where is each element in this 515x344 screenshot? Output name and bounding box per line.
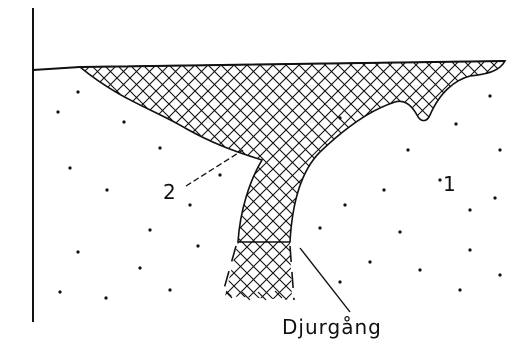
label-layer-2: 2 (163, 180, 176, 204)
crosshatched-fill-zone (80, 61, 505, 242)
label-2-leader (186, 150, 243, 186)
burrow-label-leader (300, 248, 350, 312)
label-layer-1: 1 (443, 172, 456, 196)
label-djurgang: Djurgång (282, 315, 382, 339)
